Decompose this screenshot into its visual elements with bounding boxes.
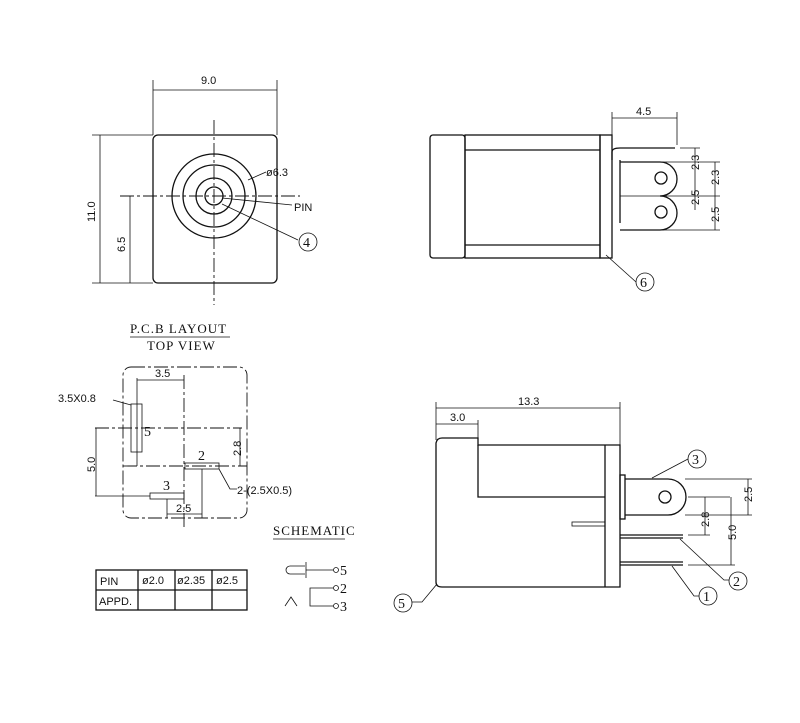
- schematic: SCHEMATIC 5 2 3: [273, 523, 356, 615]
- svg-text:2.8: 2.8: [700, 512, 712, 527]
- height-dim: 11.0: [86, 201, 98, 222]
- svg-text:5: 5: [398, 597, 405, 612]
- svg-text:1: 1: [703, 590, 710, 605]
- svg-text:3.5X0.8: 3.5X0.8: [58, 393, 96, 405]
- pad-5: [130, 403, 143, 453]
- svg-text:13.3: 13.3: [518, 396, 539, 408]
- svg-text:2.3: 2.3: [690, 155, 702, 170]
- svg-text:2.3: 2.3: [710, 170, 722, 185]
- pcb-title: P.C.B LAYOUT: [130, 321, 227, 336]
- side-view-bottom: 13.3 3.0 2.5 2.8 5.0 3 2 1 5: [393, 396, 755, 613]
- svg-text:APPD.: APPD.: [99, 596, 132, 608]
- svg-text:2.5: 2.5: [176, 503, 191, 515]
- svg-text:5: 5: [340, 564, 347, 579]
- svg-text:3: 3: [163, 479, 170, 494]
- svg-text:2.8: 2.8: [232, 441, 244, 456]
- callout-5: [393, 593, 413, 613]
- svg-text:5: 5: [144, 425, 151, 440]
- pcb-layout: P.C.B LAYOUT TOP VIEW 3.5 3.5X0.8 5 2 2.…: [58, 321, 292, 530]
- svg-text:2.5: 2.5: [710, 207, 722, 222]
- svg-text:6: 6: [640, 276, 647, 291]
- svg-text:PIN: PIN: [100, 576, 118, 588]
- svg-text:3: 3: [692, 453, 699, 468]
- svg-text:4: 4: [303, 236, 310, 251]
- front-view: 9.0 11.0 6.5 ø6.3 PIN 4: [86, 75, 318, 305]
- svg-text:4.5: 4.5: [636, 106, 651, 118]
- svg-text:ø2.0: ø2.0: [142, 575, 164, 587]
- diameter-label: ø6.3: [266, 167, 288, 179]
- svg-text:ø2.35: ø2.35: [177, 575, 205, 587]
- svg-text:5.0: 5.0: [727, 525, 739, 540]
- callout-6: [635, 272, 655, 292]
- svg-text:2: 2: [198, 449, 205, 464]
- callout-2: [728, 571, 748, 591]
- svg-text:2: 2: [340, 582, 347, 597]
- pin-table: PIN ø2.0 ø2.35 ø2.5 APPD.: [95, 569, 248, 611]
- jack-face-outline: [152, 134, 278, 284]
- svg-text:3.0: 3.0: [450, 412, 465, 424]
- pin-label: PIN: [294, 202, 312, 214]
- width-dim: 9.0: [201, 75, 216, 87]
- pcb-subtitle: TOP VIEW: [147, 338, 216, 353]
- svg-text:ø2.5: ø2.5: [216, 575, 238, 587]
- svg-text:2.5: 2.5: [743, 487, 755, 502]
- side-view-top: 4.5 2.3 2.5 2.3 2.5 6: [429, 106, 722, 292]
- svg-text:5.0: 5.0: [86, 457, 98, 472]
- callout-4: [298, 232, 318, 252]
- svg-text:2-(2.5X0.5): 2-(2.5X0.5): [237, 485, 292, 497]
- callout-1: [698, 586, 718, 606]
- svg-text:3: 3: [340, 600, 347, 615]
- svg-text:3.5: 3.5: [155, 368, 170, 380]
- svg-text:2: 2: [733, 575, 740, 590]
- schematic-title: SCHEMATIC: [273, 523, 356, 538]
- center-dim: 6.5: [116, 237, 128, 252]
- callout-3: [687, 449, 707, 469]
- svg-text:2.5: 2.5: [690, 190, 702, 205]
